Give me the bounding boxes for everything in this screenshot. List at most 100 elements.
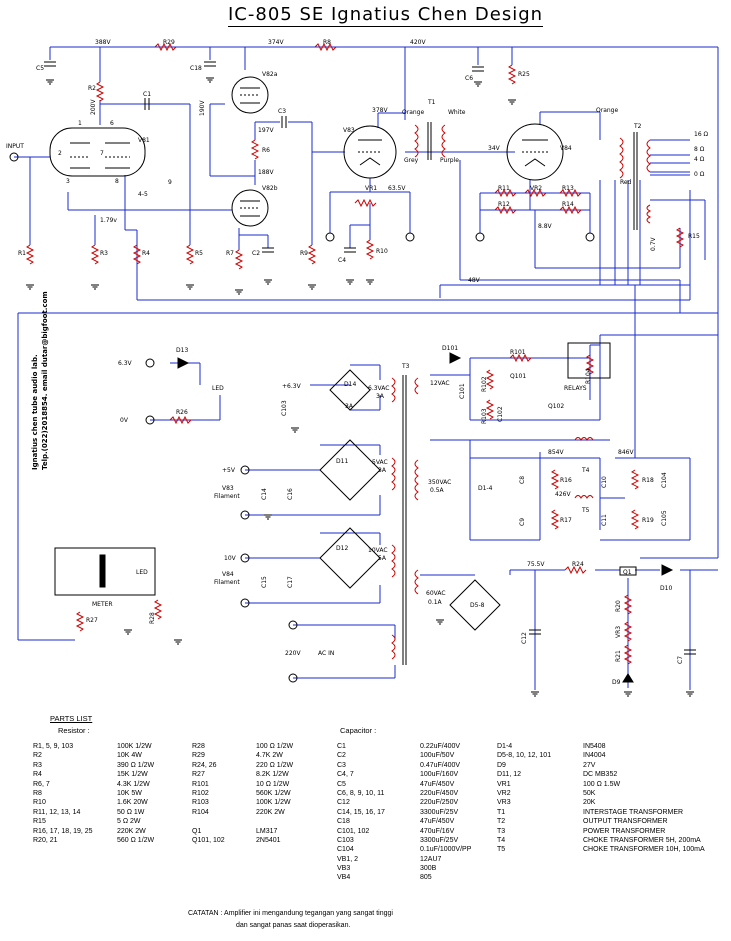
d12-bridge [319, 527, 381, 589]
r18-resistor [630, 469, 640, 490]
r27-resistor [75, 611, 85, 632]
transformer-t3 [391, 375, 419, 665]
misc-value-4: 100 Ω 1.5W [583, 780, 621, 788]
label-t2: T2 [633, 123, 642, 130]
label-r7: R7 [226, 250, 234, 257]
label-d11: D11 [336, 458, 348, 465]
r11-resistor [494, 188, 517, 198]
r4-resistor [132, 244, 142, 265]
label-r10: R10 [376, 248, 388, 255]
tube-v82b [231, 189, 269, 227]
r14-resistor [559, 205, 582, 215]
transformer-t1 [414, 122, 446, 160]
label-vr1: VR1 [365, 185, 377, 192]
label-c102: C102 [497, 406, 504, 422]
res1-value-7: 50 Ω 1W [117, 808, 145, 816]
c5-capacitor [44, 61, 56, 67]
c3-capacitor [281, 116, 287, 128]
label-88v: 8.8V [538, 223, 553, 230]
cap-value-9: 470uF/16V [420, 827, 455, 835]
label-r18: R18 [642, 477, 654, 484]
r5-resistor [185, 244, 195, 265]
r9-resistor [307, 244, 317, 265]
cap-value-1: 100uF/50V [420, 752, 455, 760]
schematic-diagram: 388V 374V 420V 200V 190V 197V 188V 378V … [6, 39, 719, 697]
label-q102: Q102 [548, 403, 564, 410]
tube-v84 [506, 123, 564, 181]
cap-value-8: 47uF/450V [420, 818, 455, 826]
res2-name-8 [192, 817, 225, 826]
label-v82a: V82a [262, 71, 278, 78]
contact-side-text: Ignatius chen tube audio lab. Telp.(022)… [30, 291, 50, 470]
cap-value-12: 12AU7 [420, 855, 442, 863]
label-pin7: 7 [100, 150, 104, 157]
label-r21: R21 [615, 650, 622, 662]
label-relays: RELAYS [564, 385, 587, 392]
d10-diode [661, 564, 674, 576]
c4-capacitor [344, 247, 356, 253]
label-350vac: 350VAC [428, 479, 451, 486]
misc-value-0: IN5408 [583, 743, 606, 750]
note-line2: dan sangat panas saat dioperasikan. [236, 922, 351, 929]
label-t1: T1 [427, 99, 436, 106]
t5-choke [574, 495, 594, 499]
acin-terminal-2 [288, 673, 298, 683]
r1-resistor [25, 244, 35, 265]
vr3-pot [623, 621, 633, 642]
label-plus63v: +6.3V [282, 383, 302, 390]
label-5vac: 5VAC [372, 459, 388, 466]
label-420v: 420V [410, 39, 426, 46]
label-plus5v: +5V [222, 467, 236, 474]
r19-resistor [630, 509, 640, 530]
res2-value-1: 4.7K 2W [256, 752, 283, 760]
label-pin9: 9 [168, 179, 172, 186]
label-vr2: VR2 [530, 185, 542, 192]
label-r28: R28 [149, 612, 156, 624]
c6-capacitor [472, 66, 484, 72]
cap-value-4: 47uF/450V [420, 780, 455, 788]
res2-name-1: R29 [192, 752, 205, 760]
misc-name-1: D5-8, 10, 12, 101 [497, 752, 552, 760]
label-r25: R25 [518, 71, 530, 78]
label-r5: R5 [195, 250, 203, 257]
cap-name-7: C14, 15, 16, 17 [337, 808, 385, 816]
cap-value-11: 0.1uF/1000V/PP [420, 846, 472, 854]
label-d13: D13 [176, 347, 188, 354]
label-r1: R1 [18, 250, 26, 257]
r17-resistor [550, 509, 560, 530]
cap-name-8: C18 [337, 818, 350, 826]
note-line1: CATATAN : Amplifier ini mengandung tegan… [188, 910, 393, 917]
label-0v-term: 0V [120, 417, 129, 424]
label-388v: 388V [95, 39, 111, 46]
r8-resistor [314, 42, 337, 52]
label-d58: D5-8 [470, 602, 485, 609]
label-r4: R4 [142, 250, 150, 257]
label-200v: 200V [90, 99, 97, 115]
label-r26: R26 [176, 409, 188, 416]
label-c4: C4 [338, 257, 346, 264]
label-350vac-a: 0.5A [430, 487, 445, 494]
r24-resistor [564, 565, 587, 575]
misc-value-11: CHOKE TRANSFORMER 10H, 100mA [583, 846, 705, 854]
relay-box [567, 342, 611, 379]
label-63vac: 6.3VAC [368, 385, 389, 392]
res2-value-3: 8.2K 1/2W [256, 771, 289, 779]
res2-name-10: Q101, 102 [192, 836, 225, 844]
c2-capacitor [262, 247, 274, 253]
d14-bridge [329, 369, 371, 411]
label-acin: AC IN [318, 650, 334, 657]
label-led2: LED [136, 569, 148, 576]
label-r6: R6 [262, 147, 270, 154]
q1-regulator [619, 566, 637, 576]
cap-name-13: VB3 [337, 865, 351, 873]
cap-value-14: 805 [420, 874, 432, 882]
label-c8: C8 [519, 476, 526, 484]
label-r11: R11 [498, 185, 510, 192]
label-c6: C6 [465, 75, 473, 82]
res1-value-6: 1.6K 20W [117, 799, 148, 807]
terminal-a1 [325, 232, 335, 242]
misc-name-0: D1-4 [497, 743, 513, 750]
